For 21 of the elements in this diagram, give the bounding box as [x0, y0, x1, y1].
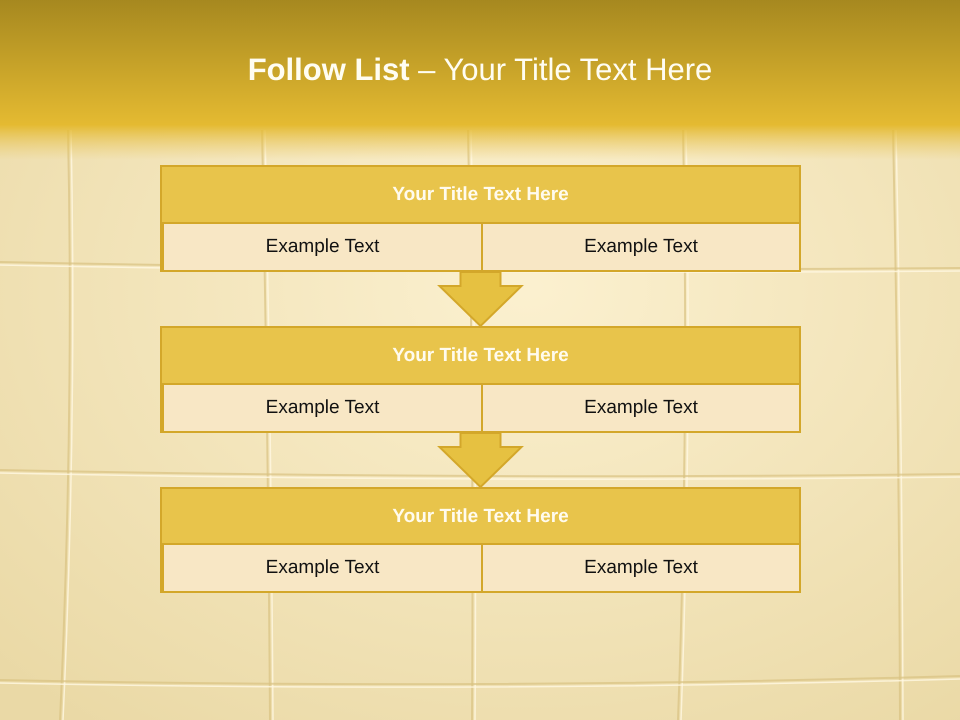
item-text: Example Text: [266, 236, 380, 258]
list-panel: [160, 326, 801, 433]
item-text: Example Text: [584, 397, 698, 419]
list-item-box: [162, 543, 483, 593]
item-text: Example Text: [266, 397, 380, 419]
list-panel: [160, 487, 801, 593]
item-text: Example Text: [584, 557, 698, 579]
list-item-box: [481, 543, 801, 593]
panel-title: Your Title Text Here: [392, 184, 569, 206]
item-text: Example Text: [266, 557, 380, 579]
list-item-box: [481, 222, 801, 272]
panel-title: Your Title Text Here: [392, 506, 569, 528]
slide-title: Follow List – Your Title Text Here: [248, 52, 712, 87]
block-arrow: [437, 432, 524, 488]
block-arrow: [437, 271, 524, 328]
list-item-box: [481, 383, 801, 433]
item-text: Example Text: [584, 236, 698, 258]
panel-title: Your Title Text Here: [392, 344, 569, 366]
list-item-box: [162, 383, 483, 433]
list-item-box: [162, 222, 483, 272]
list-panel: [160, 165, 801, 272]
